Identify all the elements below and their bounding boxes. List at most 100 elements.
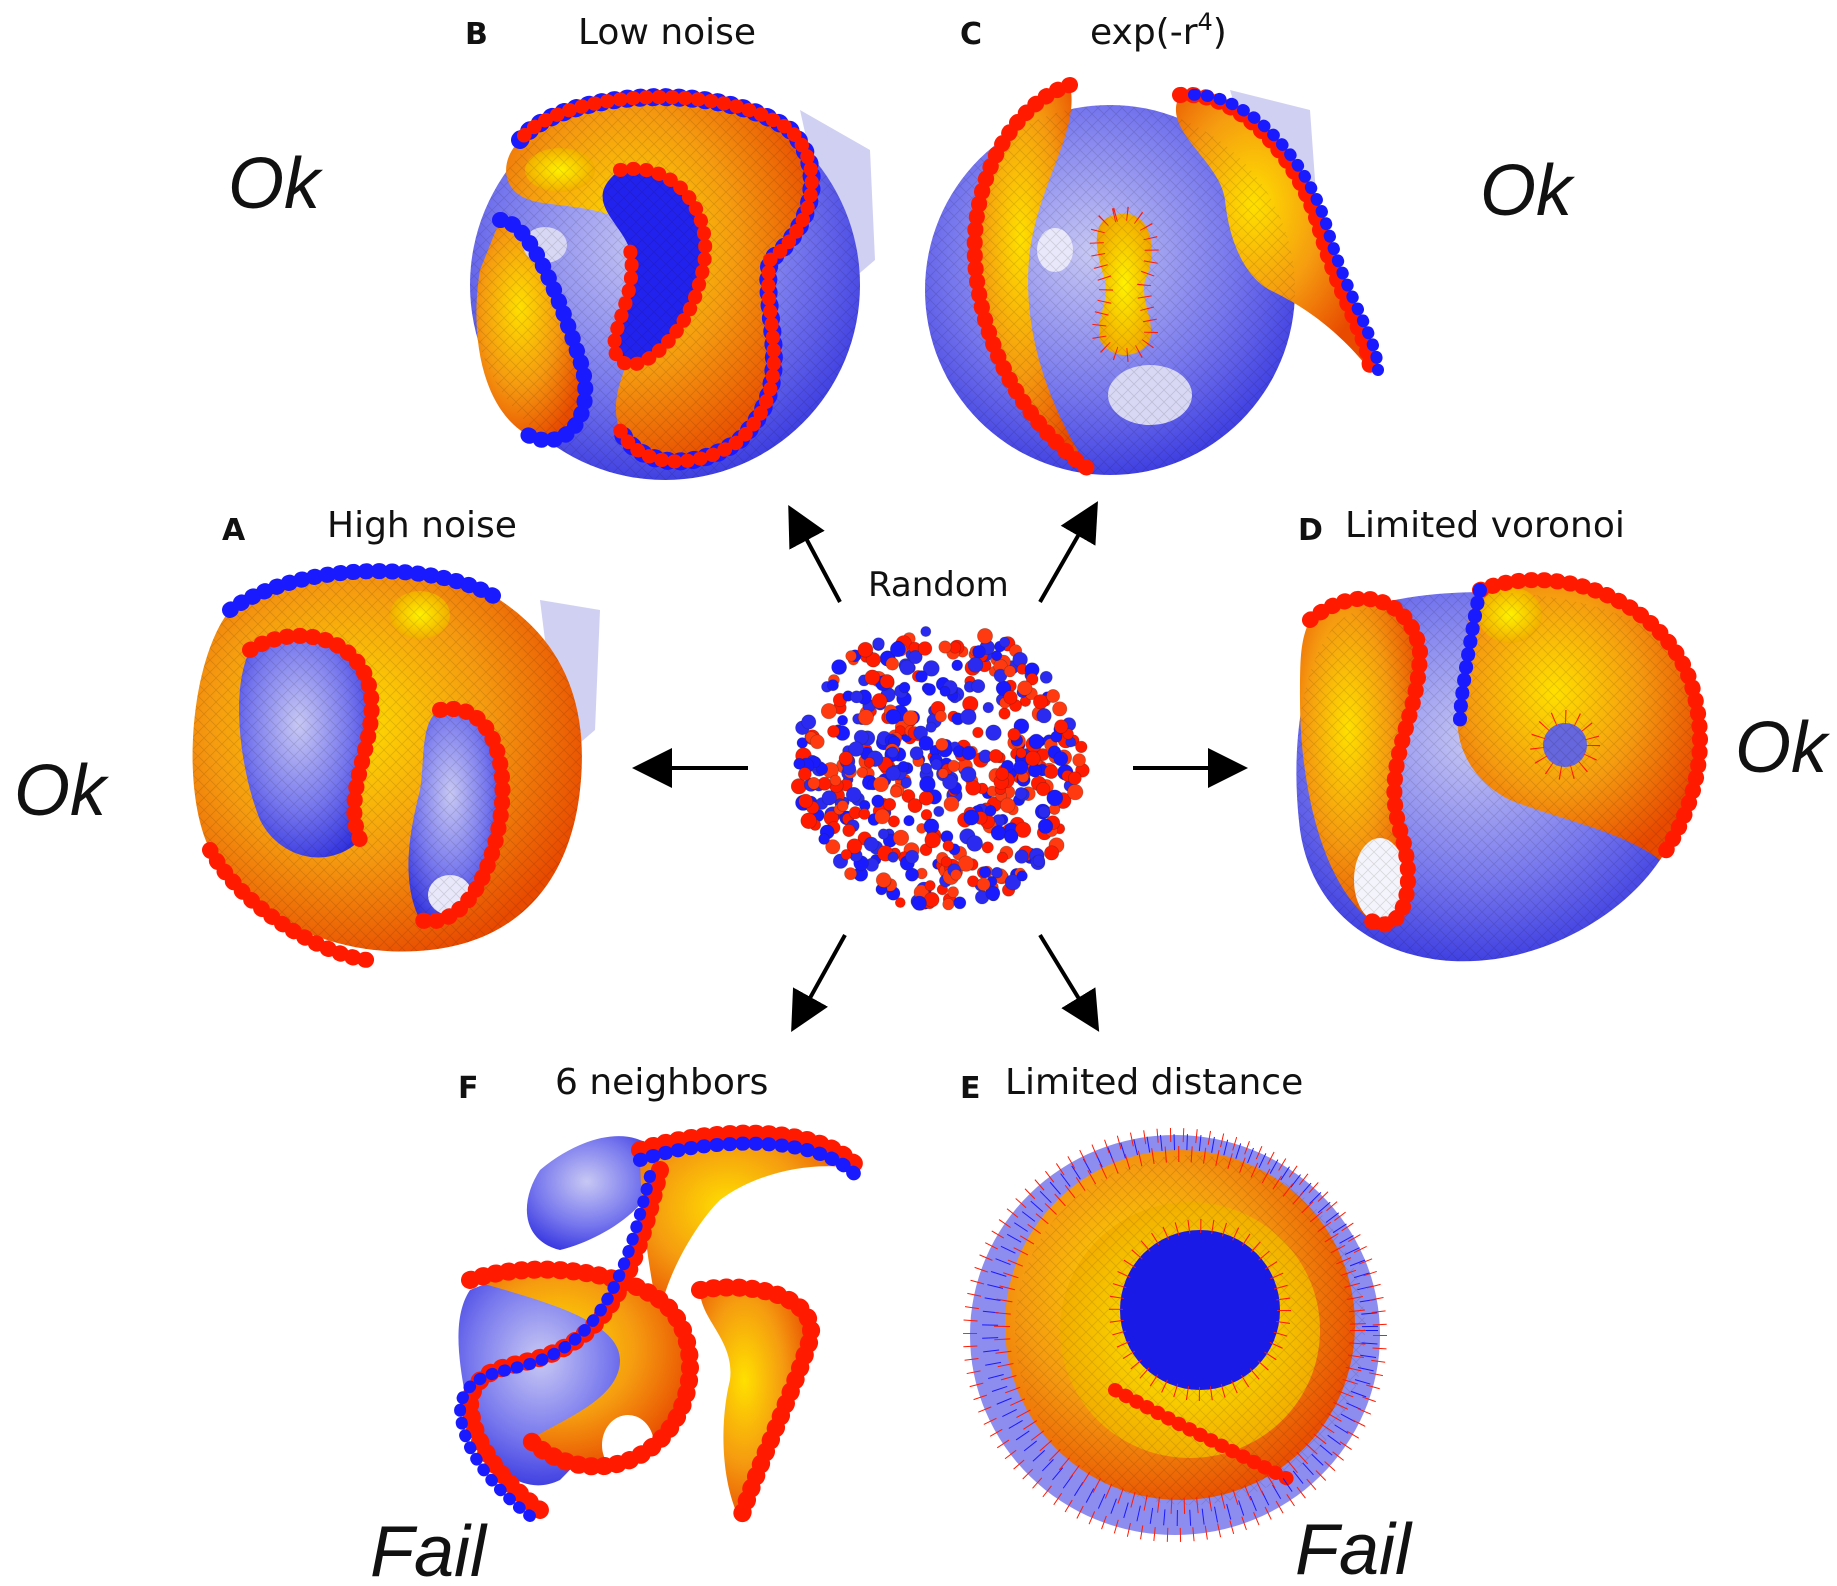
random-particle <box>906 850 919 863</box>
random-particle <box>1000 637 1010 647</box>
panel-d: D Limited voronoi Ok <box>1296 505 1831 961</box>
random-particle <box>1029 734 1044 749</box>
random-particle <box>890 786 902 798</box>
random-particle <box>977 628 992 643</box>
center-random: Random <box>791 565 1089 910</box>
random-particle <box>934 806 944 816</box>
random-particle <box>858 642 873 657</box>
random-particle <box>846 787 861 802</box>
random-particle <box>1037 708 1052 723</box>
random-particle <box>985 805 996 816</box>
panel-c-title-base: exp(-r <box>1090 12 1198 53</box>
panel-f-letter: F <box>458 1071 479 1106</box>
random-particle <box>838 715 848 725</box>
random-particle <box>977 878 990 891</box>
random-particle <box>979 866 990 877</box>
random-particle <box>983 702 994 713</box>
random-particle <box>943 840 954 851</box>
random-particle <box>1004 666 1015 677</box>
random-particle <box>962 746 976 760</box>
panel-a-shape <box>193 571 600 960</box>
panel-d-letter: D <box>1298 513 1323 548</box>
panel-e-shape <box>970 1135 1380 1535</box>
random-particle <box>948 887 959 898</box>
random-particle <box>810 735 824 749</box>
random-particle <box>925 832 941 848</box>
random-particle <box>925 880 935 890</box>
random-particle <box>966 780 981 795</box>
panel-c-title-sup: 4 <box>1198 8 1213 36</box>
random-particle <box>996 767 1009 780</box>
random-particle <box>940 686 950 696</box>
random-particle <box>873 638 885 650</box>
panel-b-title: Low noise <box>578 12 756 53</box>
panel-a-letter: A <box>222 513 246 548</box>
random-particle <box>1017 871 1027 881</box>
panel-f-verdict: Fail <box>370 1512 488 1586</box>
random-particle <box>837 800 848 811</box>
random-particle <box>1025 751 1040 766</box>
random-particle <box>982 842 993 853</box>
random-particle <box>864 757 874 767</box>
random-particle <box>1054 720 1068 734</box>
panel-e-verdict: Fail <box>1295 1510 1413 1586</box>
arrow-to-e <box>1040 935 1095 1025</box>
random-particle <box>938 768 948 778</box>
random-particle <box>1015 850 1029 864</box>
random-particle <box>999 708 1010 719</box>
panel-a-title: High noise <box>327 505 517 546</box>
panel-c-title: exp(-r4) <box>1090 8 1227 53</box>
random-particle <box>964 810 979 825</box>
panel-c-letter: C <box>960 17 982 52</box>
random-particle <box>918 642 932 656</box>
panel-b-verdict: Ok <box>228 144 324 224</box>
random-particle <box>819 834 830 845</box>
random-particle <box>948 760 960 772</box>
panel-c: C exp(-r4) Ok <box>925 8 1576 475</box>
panel-a-verdict: Ok <box>14 751 110 831</box>
random-particle <box>873 777 888 792</box>
random-particle <box>1000 798 1015 813</box>
panel-f-title: 6 neighbors <box>555 1062 768 1103</box>
panel-e-blue-core <box>1120 1230 1280 1390</box>
random-particle <box>1067 784 1083 800</box>
random-particle <box>921 626 931 636</box>
random-particle <box>1068 772 1081 785</box>
random-particle <box>899 682 910 693</box>
random-particle <box>968 657 983 672</box>
random-particle <box>924 819 939 834</box>
random-particle <box>830 775 841 786</box>
random-particle <box>821 703 836 718</box>
random-particle <box>798 768 811 781</box>
random-particle <box>916 671 928 683</box>
random-particle <box>802 715 816 729</box>
random-particle <box>799 794 813 808</box>
random-particle <box>1008 728 1020 740</box>
random-particle <box>841 849 851 859</box>
random-particle <box>1047 790 1063 806</box>
panel-b-letter: B <box>465 17 488 52</box>
random-particle <box>822 791 837 806</box>
random-particle <box>912 896 926 910</box>
random-particle <box>931 759 942 770</box>
panel-d-shape <box>1296 580 1700 961</box>
random-particle <box>921 809 932 820</box>
random-particle <box>880 675 894 689</box>
random-particle <box>1054 752 1068 766</box>
random-particle <box>935 711 946 722</box>
random-particle <box>1040 671 1052 683</box>
random-particle <box>858 710 873 725</box>
panel-e-letter: E <box>960 1071 981 1106</box>
random-particle <box>876 873 891 888</box>
center-label: Random <box>868 565 1009 605</box>
random-particle <box>878 829 888 839</box>
random-particle <box>989 749 1002 762</box>
panel-c-title-end: ) <box>1213 12 1227 53</box>
random-particle <box>1033 855 1045 867</box>
panel-b: B Low noise Ok <box>228 12 875 480</box>
random-particle <box>924 684 936 696</box>
random-particle <box>872 795 884 807</box>
random-particle <box>903 711 918 726</box>
random-particle <box>883 798 895 810</box>
random-particle <box>1047 689 1060 702</box>
